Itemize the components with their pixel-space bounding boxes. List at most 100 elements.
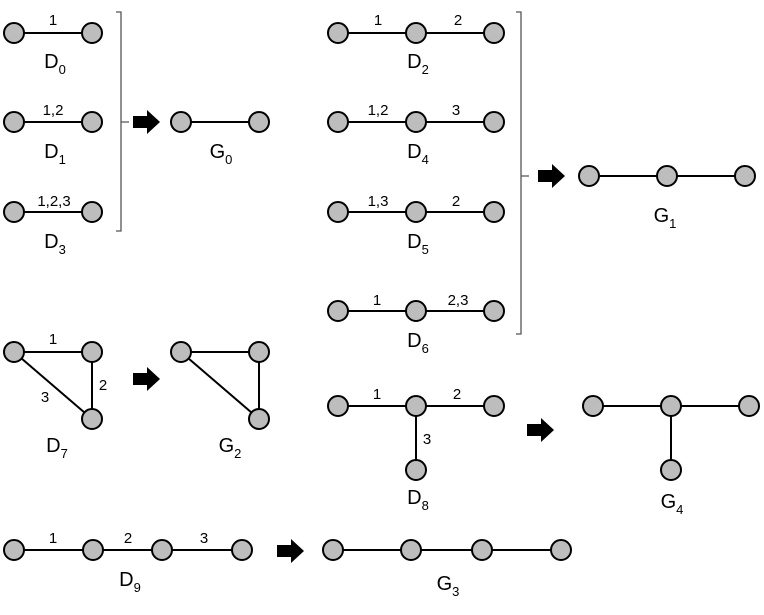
edge — [13, 351, 93, 420]
node — [405, 459, 427, 481]
graph-d9: 1 2 3 D9 — [3, 530, 253, 595]
edge-label: 1 — [373, 292, 381, 309]
arrow-icon — [538, 164, 565, 188]
node — [248, 341, 270, 363]
node — [151, 539, 173, 561]
arrow-icon — [527, 418, 554, 442]
node — [81, 22, 103, 44]
graph-label: D8 — [407, 487, 429, 513]
edge-label: 1 — [49, 530, 57, 547]
node — [400, 539, 422, 561]
arrow-icon — [133, 110, 160, 134]
node — [405, 300, 427, 322]
node — [405, 111, 427, 133]
graph-g3: G3 — [322, 539, 572, 599]
edge-label: 2 — [454, 12, 462, 29]
node — [231, 539, 253, 561]
node — [405, 22, 427, 44]
node — [550, 539, 572, 561]
graph-g4: G4 — [582, 395, 760, 517]
graph-label: G0 — [210, 141, 233, 167]
node — [248, 111, 270, 133]
node — [82, 539, 104, 561]
edge-label: 3 — [423, 431, 431, 448]
node — [734, 165, 756, 187]
node — [483, 22, 505, 44]
node — [81, 408, 103, 430]
graph-d0: 1 D0 — [3, 12, 103, 77]
graph-d8: 1 2 3 D8 — [327, 386, 505, 513]
graph-label: D0 — [44, 51, 66, 77]
graph-label: G1 — [654, 205, 677, 231]
node — [327, 111, 349, 133]
node — [3, 341, 25, 363]
node — [405, 395, 427, 417]
arrow-icon — [133, 367, 160, 391]
node — [170, 341, 192, 363]
node — [471, 539, 493, 561]
edge-label: 1 — [49, 12, 57, 29]
bracket — [116, 11, 129, 232]
edge-label: 1 — [373, 386, 381, 403]
node — [578, 165, 600, 187]
node — [322, 539, 344, 561]
node — [81, 201, 103, 223]
graph-label: D5 — [407, 231, 429, 257]
node — [483, 201, 505, 223]
graph-label: D9 — [119, 569, 141, 595]
edge-label: 1,2,3 — [37, 193, 70, 210]
graph-d3: 1,2,3 D3 — [3, 193, 103, 257]
node — [405, 201, 427, 223]
node — [582, 395, 604, 417]
node — [327, 22, 349, 44]
edge-label: 1,2 — [43, 102, 64, 119]
edge-label: 1,3 — [368, 193, 389, 210]
node — [660, 459, 682, 481]
node — [483, 111, 505, 133]
node — [327, 201, 349, 223]
node — [3, 539, 25, 561]
edge-label: 2 — [99, 377, 107, 394]
graph-d2: 1 2 D2 — [327, 12, 505, 77]
node — [170, 111, 192, 133]
graph-label: G3 — [437, 573, 460, 599]
node — [483, 300, 505, 322]
edge-label: 3 — [200, 530, 208, 547]
node — [660, 395, 682, 417]
graph-label: D1 — [44, 141, 66, 167]
edge-label: 1 — [49, 331, 57, 348]
graph-label: D2 — [407, 51, 429, 77]
graph-label: D4 — [407, 141, 429, 167]
node — [738, 395, 760, 417]
edge-label: 2 — [124, 530, 132, 547]
edge-label: 3 — [452, 102, 460, 119]
graph-d1: 1,2 D1 — [3, 102, 103, 167]
edge-label: 1 — [374, 12, 382, 29]
arrow-icon — [277, 539, 304, 563]
edge-label: 2 — [452, 193, 460, 210]
edge — [180, 351, 260, 420]
graph-d7: 1 2 3 D7 — [3, 331, 107, 461]
node — [81, 341, 103, 363]
graph-g0: G0 — [170, 111, 270, 167]
graph-g2: G2 — [170, 341, 270, 461]
node — [327, 300, 349, 322]
edge-label: 2,3 — [448, 292, 469, 309]
edge-label: 3 — [41, 389, 49, 406]
graph-label: D7 — [46, 435, 68, 461]
node — [3, 111, 25, 133]
node — [483, 395, 505, 417]
edge-label: 2 — [453, 386, 461, 403]
graph-label: G4 — [661, 491, 684, 517]
node — [3, 22, 25, 44]
graph-g1: G1 — [578, 165, 756, 231]
graph-d5: 1,3 2 D5 — [327, 193, 505, 257]
bracket — [516, 11, 529, 335]
graph-d6: 1 2,3 D6 — [327, 292, 505, 356]
edge-label: 1,2 — [368, 102, 389, 119]
node — [81, 111, 103, 133]
node — [3, 201, 25, 223]
graph-label: G2 — [219, 435, 242, 461]
node — [248, 408, 270, 430]
